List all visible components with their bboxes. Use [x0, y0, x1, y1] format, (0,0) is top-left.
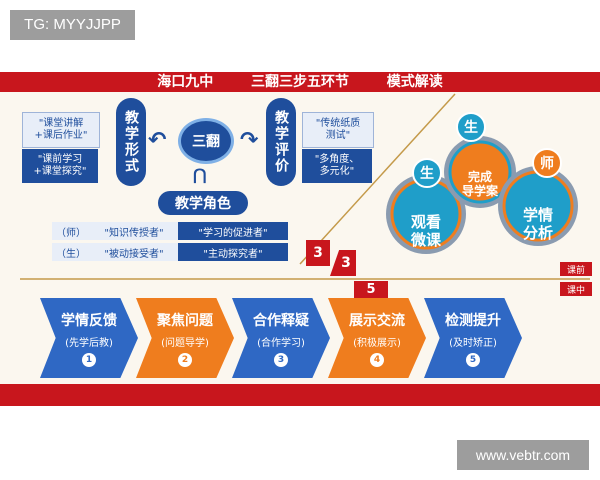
role-teacher-new: "学习的促进者": [178, 222, 288, 240]
step-1: 学情反馈 (先学后教) 1: [40, 298, 138, 378]
tag-before-class-text: 课前: [566, 265, 585, 276]
right-box-diverse: "多角度、 多元化": [302, 149, 372, 183]
teaching-form-label: 教学形式: [116, 98, 146, 186]
gear-complete-plan-label: 完成 导学案: [461, 169, 498, 198]
marker-five-text: 5: [366, 282, 376, 297]
step-number: 5: [466, 352, 480, 367]
gear-analysis-text: 学情 分析: [512, 190, 564, 242]
title-banner: 海口九中 三翻三步五环节 模式解读: [0, 72, 600, 92]
gear-watch-video-text: 观看 微课: [400, 197, 452, 249]
watermark-bottom-right: www.vebtr.com: [457, 440, 589, 470]
right-arrow-icon: ↷: [240, 128, 259, 153]
marker-three-b-text: 3: [341, 255, 351, 271]
student-badge-1-text: 生: [420, 166, 434, 182]
gear-watch-video-label: 观看 微课: [410, 213, 441, 249]
step-subtitle: (及时矫正): [449, 337, 497, 349]
gear-analysis-icon: [498, 166, 578, 246]
step-number: 2: [178, 352, 192, 367]
step-number: 3: [274, 352, 288, 367]
teacher-badge-text: 师: [540, 156, 554, 172]
watermark-top-left-text: TG: MYYJJPP: [24, 16, 121, 33]
marker-five: 5: [354, 281, 388, 298]
step-title: 聚焦问题: [157, 312, 213, 329]
role-student-who: （生）: [52, 243, 90, 261]
step-4: 展示交流 (积极展示) 4: [328, 298, 426, 378]
teacher-badge: 师: [532, 148, 562, 178]
step-subtitle: (先学后教): [65, 337, 113, 349]
left-box-traditional: "课堂讲解 +课后作业": [22, 112, 100, 148]
role-row-student: （生） "被动接受者" "主动探究者": [52, 243, 288, 261]
teaching-form-text: 教学形式: [123, 110, 139, 174]
step-title: 合作释疑: [253, 312, 309, 329]
right-box-traditional: "传统纸质 测试": [302, 112, 374, 148]
center-word: 三翻: [192, 134, 220, 150]
gear-complete-plan-text: 完成 导学案: [452, 157, 508, 198]
watermark-bottom-right-text: www.vebtr.com: [475, 447, 571, 463]
left-box-flipped: "课前学习 +课堂探究": [22, 149, 98, 183]
model-name: 三翻三步五环节: [251, 74, 349, 90]
gear-complete-plan-icon: [444, 136, 516, 208]
step-title: 学情反馈: [61, 312, 117, 329]
step-3: 合作释疑 (合作学习) 3: [232, 298, 330, 378]
teaching-role-label: 教学角色: [158, 191, 248, 215]
watermark-top-left: TG: MYYJJPP: [10, 10, 135, 40]
left-box-flipped-text: "课前学习 +课堂探究": [33, 153, 87, 178]
role-student-new: "主动探究者": [178, 243, 288, 261]
tag-before-class: 课前: [560, 262, 592, 276]
student-badge-2-text: 生: [464, 120, 478, 136]
gear-analysis-label: 学情 分析: [522, 206, 553, 242]
marker-three-a-text: 3: [313, 245, 323, 261]
role-row-teacher: （师） "知识传授者" "学习的促进者": [52, 222, 288, 240]
step-number: 1: [82, 352, 96, 367]
gear-group: [386, 136, 578, 254]
step-title: 检测提升: [445, 312, 501, 329]
tag-in-class-text: 课中: [566, 285, 585, 296]
tag-in-class: 课中: [560, 282, 592, 296]
right-box-traditional-text: "传统纸质 测试": [315, 117, 361, 142]
marker-three-a: 3: [306, 240, 330, 266]
left-box-traditional-text: "课堂讲解 +课后作业": [34, 117, 88, 142]
divider-lines: [20, 93, 590, 280]
steps-row: 学情反馈 (先学后教) 1 聚焦问题 (问题导学) 2 合作释疑 (合作学习) 3 展示交流 (积极…: [40, 298, 540, 380]
teaching-role-text: 教学角色: [175, 196, 231, 212]
step-5: 检测提升 (及时矫正) 5: [424, 298, 522, 378]
gear-watch-video-icon: [386, 174, 466, 254]
step-number: 4: [370, 352, 384, 367]
bottom-banner: [0, 384, 600, 406]
left-arrow-icon: ↶: [148, 128, 167, 153]
step-title: 展示交流: [349, 312, 405, 329]
down-arrow-icon: ⋂: [193, 165, 207, 184]
center-circle: 三翻: [178, 118, 234, 164]
step-subtitle: (积极展示): [353, 337, 401, 349]
student-badge-2: 生: [456, 112, 486, 142]
school-name: 海口九中: [157, 74, 214, 90]
student-badge-1: 生: [412, 158, 442, 188]
model-subtitle: 模式解读: [386, 74, 443, 90]
role-teacher-who: （师）: [52, 222, 90, 240]
role-teacher-old: "知识传授者": [90, 222, 178, 240]
step-2: 聚焦问题 (问题导学) 2: [136, 298, 234, 378]
right-box-diverse-text: "多角度、 多元化": [314, 153, 360, 178]
role-student-old: "被动接受者": [90, 243, 178, 261]
step-subtitle: (问题导学): [161, 337, 209, 349]
step-subtitle: (合作学习): [257, 337, 305, 349]
teaching-evaluation-text: 教学评价: [273, 110, 289, 174]
teaching-evaluation-label: 教学评价: [266, 98, 296, 186]
